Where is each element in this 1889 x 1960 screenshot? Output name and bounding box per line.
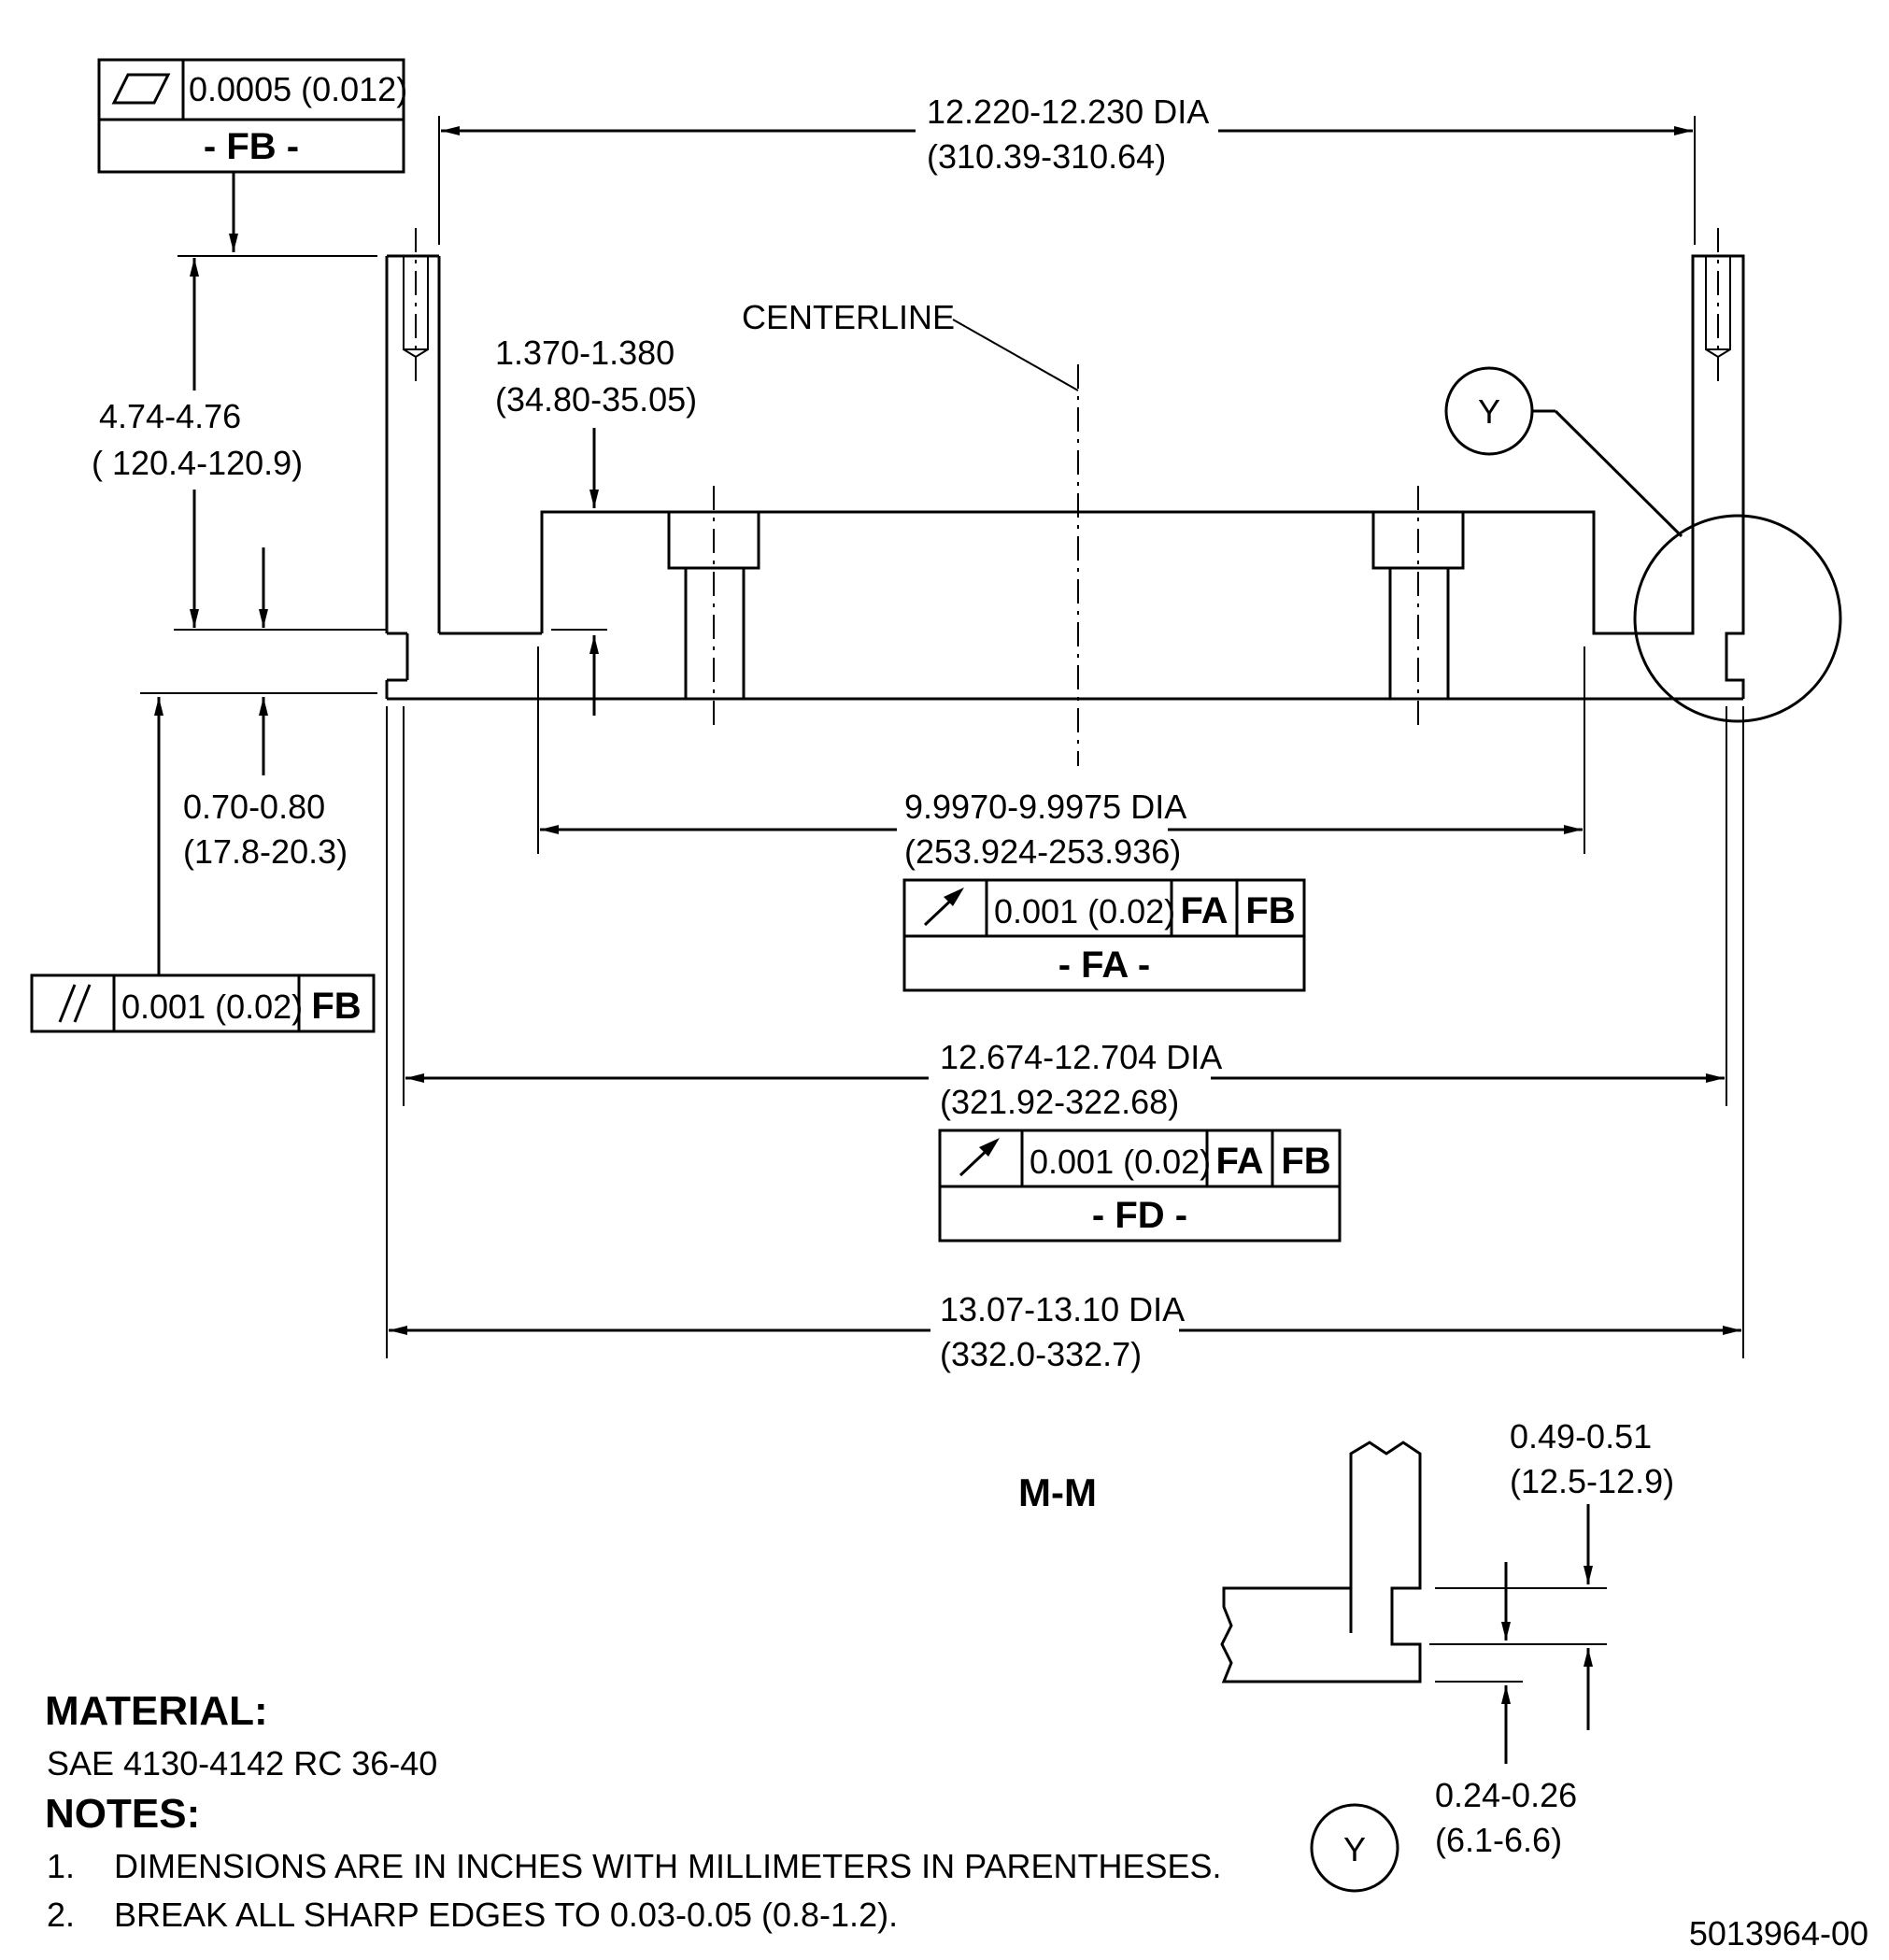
dim-height-line1: 4.74-4.76 xyxy=(99,397,241,435)
note-text: BREAK ALL SHARP EDGES TO 0.03-0.05 (0.8-… xyxy=(114,1896,898,1934)
drawing-number: 5013964-00 xyxy=(1689,1914,1868,1953)
dim-mid-line1: 12.674-12.704 DIA xyxy=(940,1038,1222,1076)
dim-flange-thickness-line2: (17.8-20.3) xyxy=(183,832,348,871)
material-spec: SAE 4130-4142 RC 36-40 xyxy=(47,1744,437,1782)
material-heading: MATERIAL: xyxy=(45,1688,268,1734)
note-text: DIMENSIONS ARE IN INCHES WITH MILLIMETER… xyxy=(114,1847,1222,1885)
dim-outer-top-line2: (310.39-310.64) xyxy=(927,137,1166,176)
detail-circle xyxy=(1633,514,1842,723)
centerline-label: CENTERLINE xyxy=(742,298,955,336)
detail-callout-label: Y xyxy=(1478,392,1500,431)
detail-view-circle xyxy=(1310,1803,1399,1893)
section-label: M-M xyxy=(1018,1470,1097,1514)
fcf-flatness: 0.0005 (0.012) - FB - xyxy=(97,58,407,174)
runout-fa-tolerance: 0.001 (0.02) xyxy=(994,892,1175,930)
notes-heading: NOTES: xyxy=(45,1791,200,1837)
runout-icon xyxy=(923,888,964,927)
runout-fd-ref1: FA xyxy=(1215,1141,1263,1182)
parallelism-datum-ref: FB xyxy=(311,986,361,1027)
detail-y-view xyxy=(1220,1441,1422,1683)
part-outline xyxy=(385,228,1745,766)
fcf-runout-fd: 0.001 (0.02) FA FB - FD - xyxy=(938,1129,1342,1243)
datum-fd-label: - FD - xyxy=(1092,1195,1187,1236)
flatness-icon xyxy=(111,73,171,105)
dim-pilot-line2: (253.924-253.936) xyxy=(904,832,1181,871)
flatness-tolerance: 0.0005 (0.012) xyxy=(189,70,407,108)
dim-overall-line1: 13.07-13.10 DIA xyxy=(940,1290,1185,1328)
dim-groove-upper-line2: (12.5-12.9) xyxy=(1510,1462,1674,1500)
runout-fa-ref2: FB xyxy=(1245,890,1295,931)
runout-fd-tolerance: 0.001 (0.02) xyxy=(1030,1143,1211,1181)
runout-fd-ref2: FB xyxy=(1281,1141,1330,1182)
dim-groove-lower-line1: 0.24-0.26 xyxy=(1435,1776,1577,1814)
runout-icon xyxy=(959,1138,1000,1177)
datum-fb-label: - FB - xyxy=(204,126,299,167)
dim-outer-top-line1: 12.220-12.230 DIA xyxy=(927,92,1209,131)
dim-height-line2: ( 120.4-120.9) xyxy=(92,444,303,482)
dim-groove-lower-line2: (6.1-6.6) xyxy=(1435,1821,1562,1859)
note-number: 2. xyxy=(47,1896,75,1934)
parallelism-icon xyxy=(58,984,92,1023)
fcf-runout-fa: 0.001 (0.02) FA FB - FA - xyxy=(902,878,1306,992)
parallelism-tolerance: 0.001 (0.02) xyxy=(121,987,303,1026)
dim-flange-height-line2: (34.80-35.05) xyxy=(495,380,697,419)
detail-callout-circle xyxy=(1444,366,1534,456)
detail-view-label: Y xyxy=(1343,1830,1366,1868)
datum-fa-label: - FA - xyxy=(1058,944,1151,986)
dim-groove-upper-line1: 0.49-0.51 xyxy=(1510,1417,1652,1456)
dim-overall-line2: (332.0-332.7) xyxy=(940,1335,1142,1373)
dim-mid-line2: (321.92-322.68) xyxy=(940,1083,1179,1121)
dim-flange-height-line1: 1.370-1.380 xyxy=(495,334,675,372)
fcf-parallelism: 0.001 (0.02) FB xyxy=(30,973,376,1033)
runout-fa-ref1: FA xyxy=(1180,890,1228,931)
dim-flange-thickness-line1: 0.70-0.80 xyxy=(183,788,325,826)
note-number: 1. xyxy=(47,1847,75,1885)
dim-pilot-line1: 9.9970-9.9975 DIA xyxy=(904,788,1186,826)
